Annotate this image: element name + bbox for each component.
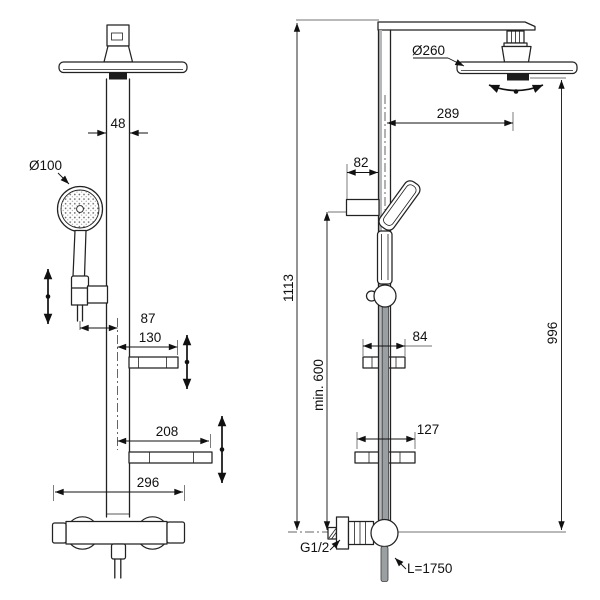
dim-mixer-width: 296 (53, 475, 185, 501)
dim-holder-depth-label: 82 (353, 155, 368, 170)
overhead-shower-front (58, 61, 188, 74)
mixer-valve-side (327, 516, 399, 582)
wall-bracket (106, 24, 130, 47)
dim-overall-height: 1113 (281, 19, 379, 531)
dim-column-width-label: 48 (110, 116, 125, 131)
dim-upper-shelf-width: 130 (117, 330, 178, 355)
dim-hand-shower-offset-label: 87 (140, 311, 155, 326)
wall-bracket-detail (111, 32, 123, 41)
hand-shower-holder-front (70, 287, 89, 306)
dim-lower-shelf-depth-label: 127 (417, 422, 440, 437)
dim-column-width: 48 (88, 116, 148, 137)
head-tilt-arrow (488, 84, 544, 94)
hand-shower-holder-side (345, 198, 380, 217)
thermostat-mixer-front (51, 513, 186, 579)
hand-shower-handle-front (72, 229, 87, 278)
shower-outlet-front (109, 72, 127, 80)
dim-hand-shower-offset: 87 (79, 311, 156, 332)
shower-hose-side (381, 304, 390, 522)
shower-hose-lower (380, 546, 389, 582)
dim-inlet-connection: G1/2 (300, 539, 341, 555)
wall-flange (335, 516, 350, 550)
mixer-outlet (110, 543, 127, 560)
hand-shower-side (365, 180, 421, 308)
head-mount (103, 45, 134, 63)
head-mount-side (501, 30, 532, 63)
upper-shelf-adjust-arrow (182, 334, 192, 390)
dim-mixer-width-label: 296 (137, 475, 160, 490)
lower-shelf-adjust-arrow (217, 415, 227, 484)
dim-upper-shelf-width-label: 130 (139, 330, 162, 345)
dim-hose-length-label: L=1750 (407, 561, 452, 576)
dim-head-diameter: Ø260 (412, 43, 465, 67)
holder-adjust-arrow (43, 268, 53, 325)
dim-hose-length: L=1750 (394, 557, 452, 576)
dim-lower-shelf-width-label: 208 (156, 424, 179, 439)
shower-outlet-side (507, 73, 529, 81)
dim-holder-depth: 82 (346, 155, 379, 199)
dim-hand-shower-diameter-label: Ø100 (29, 158, 62, 173)
dim-hand-shower-diameter: Ø100 (29, 158, 70, 185)
valve-connector (347, 520, 375, 546)
hand-shower-front (56, 185, 104, 290)
dim-upper-shelf-depth: 84 (362, 329, 432, 356)
dim-min-mounting-height: min. 600 (311, 211, 346, 531)
lower-shelf-front (128, 451, 213, 464)
dim-upper-shelf-depth-label: 84 (412, 329, 428, 344)
slider-body (373, 284, 397, 308)
valve-body (370, 518, 399, 548)
dim-lower-shelf-depth: 127 (356, 422, 440, 449)
side-view: Ø260 289 82 (281, 19, 578, 582)
dim-head-height-label: 996 (545, 322, 560, 345)
hand-shower-handle-side (376, 230, 393, 285)
handle-elbow (70, 275, 90, 290)
dim-head-reach: 289 (386, 106, 514, 131)
overhead-shower-side (456, 61, 578, 75)
top-arm (377, 21, 536, 31)
dim-inlet-connection-label: G1/2 (300, 540, 329, 555)
dim-head-reach-label: 289 (437, 106, 460, 121)
dim-lower-shelf-width: 208 (117, 424, 211, 448)
dim-overall-height-label: 1113 (281, 274, 296, 302)
dim-min-mounting-height-label: min. 600 (311, 359, 326, 411)
mixer-body (65, 520, 168, 545)
hand-shower-center (76, 205, 84, 213)
upper-shelf-front (128, 356, 179, 369)
dim-head-diameter-label: Ø260 (412, 43, 445, 58)
dim-head-height: 996 (397, 77, 566, 533)
front-view: 48 Ø100 87 (29, 24, 227, 579)
